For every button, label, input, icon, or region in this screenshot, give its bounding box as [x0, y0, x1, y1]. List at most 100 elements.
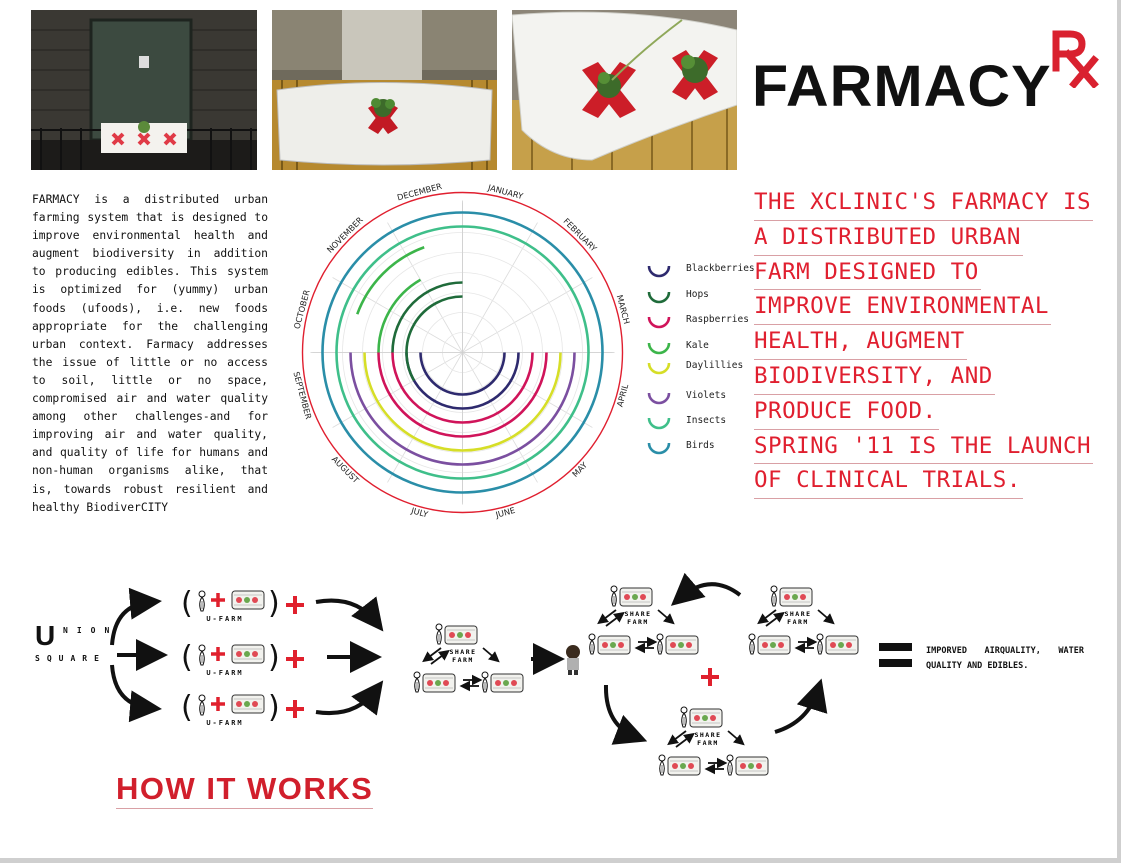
- legend-item: Blackberries: [646, 262, 766, 282]
- paren-left: (: [181, 586, 193, 621]
- legend-swatch-icon: [647, 265, 671, 278]
- exchange-arrows: [422, 647, 500, 692]
- farm-label: FARM: [697, 739, 719, 747]
- month-label: SEPTEMBER: [291, 370, 313, 420]
- arc-birds: [321, 211, 604, 494]
- month-label: APRIL: [615, 382, 631, 407]
- person-icon: [656, 633, 664, 655]
- cycle-arrows: [603, 572, 828, 745]
- headline-line: IMPROVE ENVIRONMENTAL: [754, 290, 1051, 326]
- paren-right: ): [268, 586, 280, 621]
- legend-swatch-icon: [647, 342, 671, 355]
- plus-icon: [211, 647, 225, 661]
- person-icon: [413, 671, 421, 693]
- legend-label: Raspberries: [686, 314, 749, 325]
- logo-wordmark: FARMACY: [752, 54, 1052, 119]
- u-farm-group: () U-FARM: [181, 586, 304, 623]
- merge-arrows: [315, 596, 384, 716]
- farm-label: FARM: [627, 618, 649, 626]
- exchange-arrows: [757, 609, 835, 654]
- headline-line: SPRING '11 IS THE LAUNCH: [754, 430, 1094, 465]
- legend-swatch-icon: [647, 442, 671, 455]
- plus-icon: [211, 593, 225, 607]
- paren-right: ): [268, 690, 280, 725]
- paren-left: (: [181, 640, 193, 675]
- arc-hops-inner: [405, 295, 463, 382]
- u-farm-label: U-FARM: [206, 615, 243, 623]
- farmer-avatar-icon: [566, 645, 580, 675]
- month-label: JULY: [409, 505, 430, 520]
- person-icon: [726, 754, 734, 776]
- paren-left: (: [181, 690, 193, 725]
- plus-icon: [286, 596, 304, 614]
- legend-label: Violets: [686, 390, 727, 401]
- farm-bag-icon: [735, 756, 769, 776]
- legend-label: Insects: [686, 415, 727, 426]
- arc-blackberries-inner: [419, 352, 506, 396]
- farm-bag-icon: [231, 590, 265, 610]
- union-big-letter: U: [35, 620, 56, 651]
- legend-label: Hops: [686, 289, 709, 300]
- arc-raspberries: [377, 352, 548, 438]
- month-label: MAY: [570, 459, 590, 479]
- person-icon: [481, 671, 489, 693]
- month-label: FEBRUARY: [562, 216, 600, 254]
- legend-item: Hops: [646, 288, 766, 308]
- person-icon: [816, 633, 824, 655]
- u-farm-label: U-FARM: [206, 669, 243, 677]
- person-icon: [435, 623, 443, 645]
- farm-bag-icon: [779, 587, 813, 607]
- person-icon: [198, 590, 206, 612]
- farm-bag-icon: [667, 756, 701, 776]
- farm-bag-icon: [231, 694, 265, 714]
- union-square-label: U NION SQUARE: [35, 620, 125, 676]
- equals-icon: [879, 643, 912, 667]
- exchange-arrows: [597, 609, 675, 654]
- project-description: FARMACY is a distributed urban farming s…: [32, 193, 268, 514]
- share-label: SHARE: [784, 610, 811, 618]
- person-icon: [748, 633, 756, 655]
- legend-swatch-icon: [647, 316, 671, 329]
- farm-bag-icon: [597, 635, 631, 655]
- farm-bag-icon: [231, 644, 265, 664]
- farm-bag-icon: [825, 635, 859, 655]
- plus-icon: [286, 650, 304, 668]
- legend-item: Violets: [646, 389, 766, 409]
- rx-icon: [1052, 30, 1099, 88]
- page-edge-right: [1117, 0, 1121, 863]
- center-plus-icon: [701, 668, 719, 686]
- u-farm-label: U-FARM: [206, 719, 243, 727]
- arc-violets: [349, 352, 576, 466]
- paren-right: ): [268, 640, 280, 675]
- page-edge-bottom: [0, 858, 1121, 863]
- grid-spoke: [462, 277, 593, 353]
- legend-swatch-icon: [647, 392, 671, 405]
- share-label: SHARE: [624, 610, 651, 618]
- u-farm-group: () U-FARM: [181, 640, 304, 677]
- legend-swatch-icon: [647, 362, 671, 375]
- seasonal-calendar-chart: JANUARYFEBRUARYMARCHAPRILMAYJUNEJULYAUGU…: [291, 181, 632, 520]
- legend-label: Blackberries: [686, 263, 755, 274]
- farm-label: FARM: [452, 656, 474, 664]
- arc-daylillies: [363, 352, 562, 452]
- exchange-arrows: [667, 730, 745, 775]
- headline-line: A DISTRIBUTED URBAN: [754, 221, 1023, 256]
- legend-label: Kale: [686, 340, 709, 351]
- railing-bags-closeup-photo: [512, 10, 737, 170]
- arc-kale: [377, 278, 422, 353]
- share-label: SHARE: [694, 731, 721, 739]
- legend-label: Birds: [686, 440, 715, 451]
- headline-line: HEALTH, AUGMENT: [754, 325, 967, 360]
- person-icon: [198, 644, 206, 666]
- headline-line: BIODIVERSITY, AND: [754, 360, 995, 395]
- person-icon: [198, 694, 206, 716]
- legend-item: Birds: [646, 439, 766, 459]
- farm-bag-icon: [665, 635, 699, 655]
- person-icon: [680, 706, 688, 728]
- legend-item: Raspberries: [646, 313, 766, 333]
- legend-item: Insects: [646, 414, 766, 434]
- legend-label: Daylillies: [686, 360, 744, 371]
